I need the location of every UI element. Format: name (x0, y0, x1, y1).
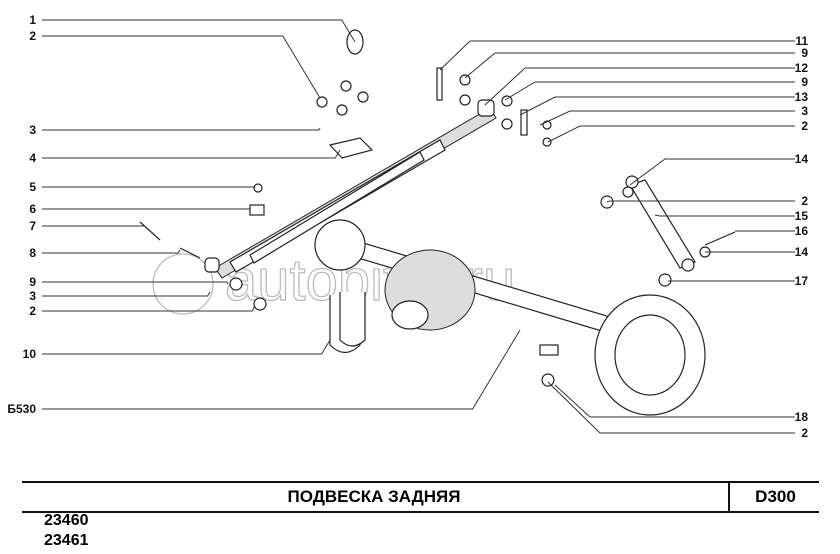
callout-number: 18 (795, 410, 809, 424)
shock-absorber (625, 175, 736, 272)
callout-number: 9 (801, 75, 808, 89)
leader-line (539, 110, 795, 126)
leader-line (629, 158, 795, 186)
leader-line (484, 67, 795, 106)
leader-line (606, 200, 795, 203)
callout-number: 3 (801, 104, 808, 118)
callout-number: 2 (29, 304, 36, 318)
callout-number: 14 (795, 152, 809, 166)
callout-number: 14 (795, 245, 809, 259)
callout-number: 12 (795, 61, 809, 75)
leader-line (654, 214, 795, 217)
leader-line (42, 186, 256, 189)
callout-number: 2 (801, 194, 808, 208)
leader-line (42, 127, 321, 131)
callout-number: 10 (23, 347, 37, 361)
callout-number: 11 (795, 34, 808, 48)
leader-line (439, 40, 795, 71)
callout-number: 9 (29, 275, 36, 289)
leader-line (42, 291, 211, 297)
callout-number: 15 (795, 209, 809, 223)
part-number: 23461 (44, 532, 89, 549)
callout-number: Б530 (7, 402, 36, 416)
callout-number: 4 (29, 151, 36, 165)
callout-number: 3 (29, 289, 36, 303)
leader-line (504, 81, 795, 101)
callout-number: 2 (801, 426, 808, 440)
drawing-title: ПОДВЕСКА ЗАДНЯЯ (287, 487, 461, 506)
leader-line (547, 381, 795, 434)
callout-number: 6 (29, 202, 36, 216)
leader-line (519, 96, 795, 116)
callout-number: 17 (795, 274, 809, 288)
callout-number: 7 (29, 219, 36, 233)
callout-number: 16 (795, 224, 809, 238)
part-number: 23460 (44, 512, 89, 529)
leader-line (554, 384, 795, 418)
leader-line (42, 149, 341, 159)
title-block: ПОДВЕСКА ЗАДНЯЯ D300 (22, 481, 819, 513)
leader-line (547, 125, 795, 143)
leaf-spring (204, 99, 497, 279)
leader-line (42, 329, 521, 410)
callout-number: 8 (29, 246, 36, 260)
leader-line (42, 249, 181, 254)
leader-line (42, 19, 356, 43)
leader-line (42, 305, 256, 312)
drawing-code: D300 (728, 483, 821, 511)
callout-number: 9 (801, 46, 808, 60)
callout-number: 5 (29, 180, 36, 194)
exploded-parts-diagram: autopiter.ru (7, 13, 809, 440)
callout-number: 3 (29, 123, 36, 137)
leader-line (42, 208, 251, 211)
callout-leaders (42, 19, 795, 434)
leader-line (464, 52, 795, 79)
leader-line (42, 339, 331, 355)
axle-housing (314, 219, 706, 416)
callout-number: 13 (795, 90, 809, 104)
leader-line (42, 281, 229, 285)
leader-line (42, 35, 321, 99)
callout-number: 2 (801, 119, 808, 133)
callout-number: 2 (29, 29, 36, 43)
callout-number: 1 (29, 13, 36, 27)
